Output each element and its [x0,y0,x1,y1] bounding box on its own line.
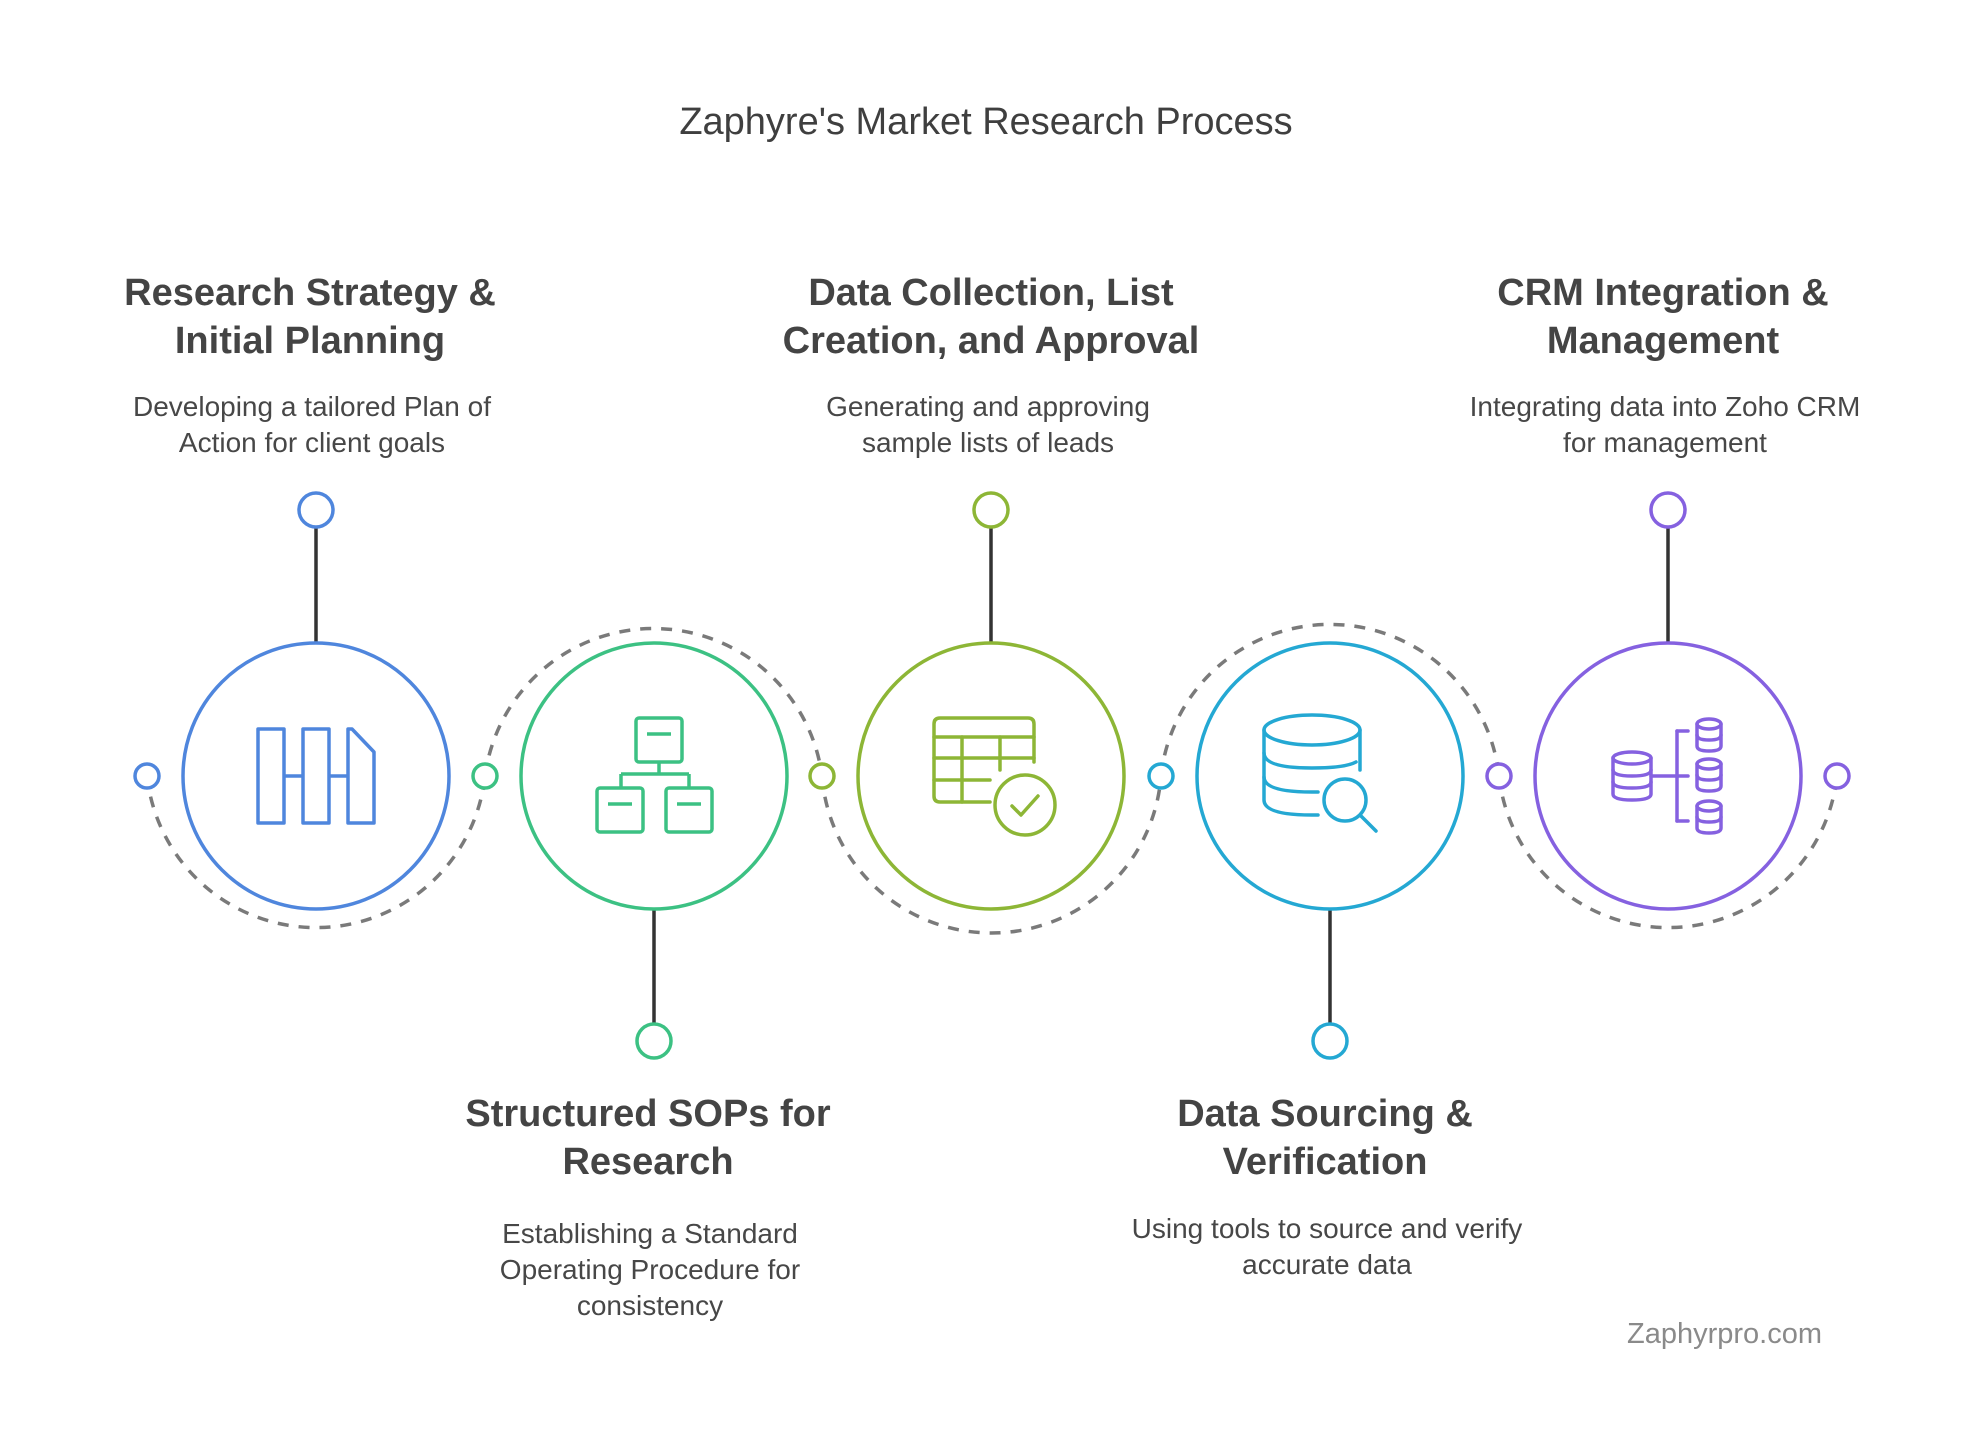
step-5-text: CRM Integration & Management Integrating… [1470,272,1861,458]
step-1-heading-line-1: Research Strategy & [124,272,496,314]
step-2-description-line-1: Establishing a Standard [502,1218,798,1249]
junction-dot-start [133,762,161,790]
step-5-description-line-1: Integrating data into Zoho CRM [1470,391,1861,422]
step-1-description-line-2: Action for client goals [179,427,445,458]
junction-dot-2-3 [808,762,836,790]
step-circles [181,641,1803,911]
step-5-description-line-2: for management [1563,427,1767,458]
step-3-heading-line-2: Creation, and Approval [783,320,1200,362]
step-2-description-line-2: Operating Procedure for [500,1254,800,1285]
diagram-title: Zaphyre's Market Research Process [679,101,1292,143]
database-network-icon [1611,717,1723,835]
step-2-text: Structured SOPs for Research Establishin… [465,1093,830,1321]
table-check-icon [932,716,1057,837]
database-search-icon [1262,713,1378,833]
arc-step-4-top [1159,622,1501,777]
stem-terminals [297,491,1687,1060]
step-4-text: Data Sourcing & Verification Using tools… [1132,1093,1523,1280]
stems [314,527,1670,1024]
arc-step-5-bottom [1497,775,1839,930]
step-5-heading-line-2: Management [1547,320,1780,362]
step-circle-2 [519,641,789,911]
hierarchy-chart-icon [595,716,714,834]
step-3-description-line-1: Generating and approving [826,391,1150,422]
connector-arcs [145,622,1839,935]
step-circle-1 [181,641,451,911]
step-2-heading-line-2: Research [562,1141,733,1183]
step-1-text: Research Strategy & Initial Planning Dev… [124,272,496,458]
step-1-heading-line-2: Initial Planning [175,320,445,362]
arc-step-3-bottom [820,775,1163,935]
step-circle-4 [1195,641,1465,911]
terminal-step-4 [1311,1022,1349,1060]
watermark-text: Zaphyrpro.com [1627,1318,1822,1350]
junction-dot-1-2 [471,762,499,790]
junction-dot-4-5 [1485,762,1513,790]
step-3-heading-line-1: Data Collection, List [808,272,1174,314]
terminal-step-1 [297,491,335,529]
step-3-description-line-2: sample lists of leads [862,427,1114,458]
step-4-description-line-2: accurate data [1242,1249,1412,1280]
kanban-columns-icon [256,727,376,825]
step-2-heading-line-1: Structured SOPs for [465,1093,830,1135]
arc-step-1-bottom [145,775,487,930]
step-5-heading-line-1: CRM Integration & [1497,272,1828,314]
terminal-step-5 [1649,491,1687,529]
step-4-heading-line-1: Data Sourcing & [1177,1093,1473,1135]
step-3-text: Data Collection, List Creation, and Appr… [783,272,1200,458]
terminal-step-3 [972,491,1010,529]
terminal-step-2 [635,1022,673,1060]
step-4-heading-line-2: Verification [1223,1141,1428,1183]
step-2-description-line-3: consistency [577,1290,723,1321]
junction-dot-3-4 [1147,762,1175,790]
step-circle-3 [856,641,1126,911]
step-4-description-line-1: Using tools to source and verify [1132,1213,1523,1244]
junction-dots [133,762,1851,790]
step-1-description-line-1: Developing a tailored Plan of [133,391,491,422]
junction-dot-end [1823,762,1851,790]
